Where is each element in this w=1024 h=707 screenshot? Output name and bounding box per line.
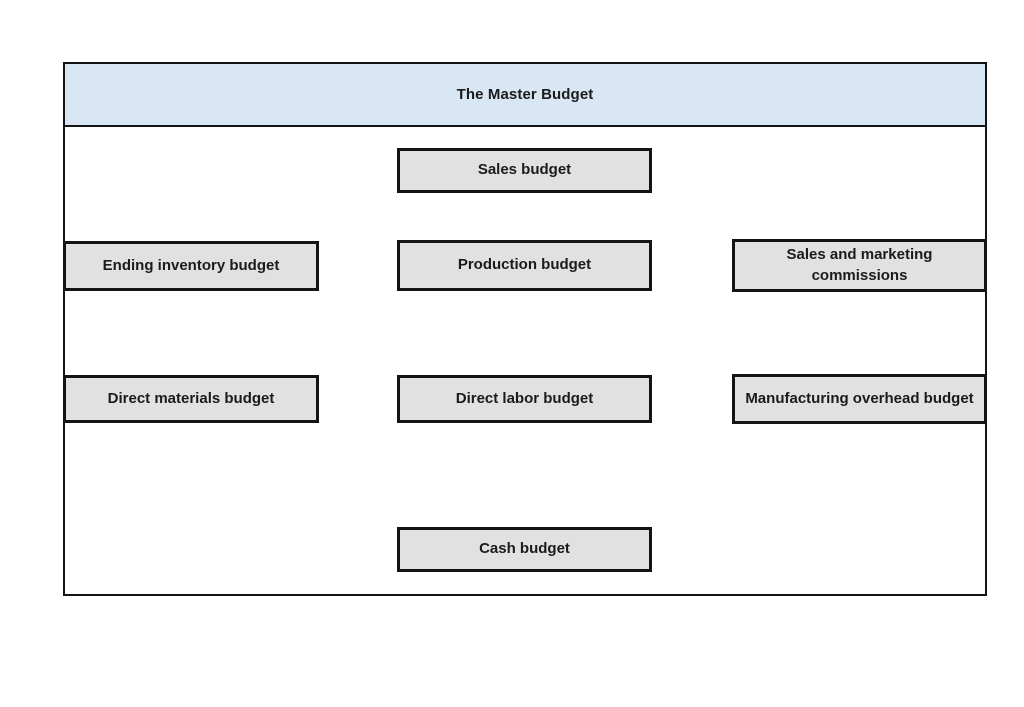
node-manufacturing-overhead-budget: Manufacturing overhead budget <box>732 374 987 424</box>
node-cash-budget: Cash budget <box>397 527 652 572</box>
node-ending-inventory-budget: Ending inventory budget <box>63 241 319 291</box>
node-direct-materials-budget: Direct materials budget <box>63 375 319 423</box>
diagram-title: The Master Budget <box>65 64 985 127</box>
master-budget-container: The Master Budget Sales budget Ending in… <box>63 62 987 596</box>
node-direct-labor-budget: Direct labor budget <box>397 375 652 423</box>
node-production-budget: Production budget <box>397 240 652 291</box>
node-sales-marketing-commissions: Sales and marketing commissions <box>732 239 987 292</box>
node-sales-budget: Sales budget <box>397 148 652 193</box>
